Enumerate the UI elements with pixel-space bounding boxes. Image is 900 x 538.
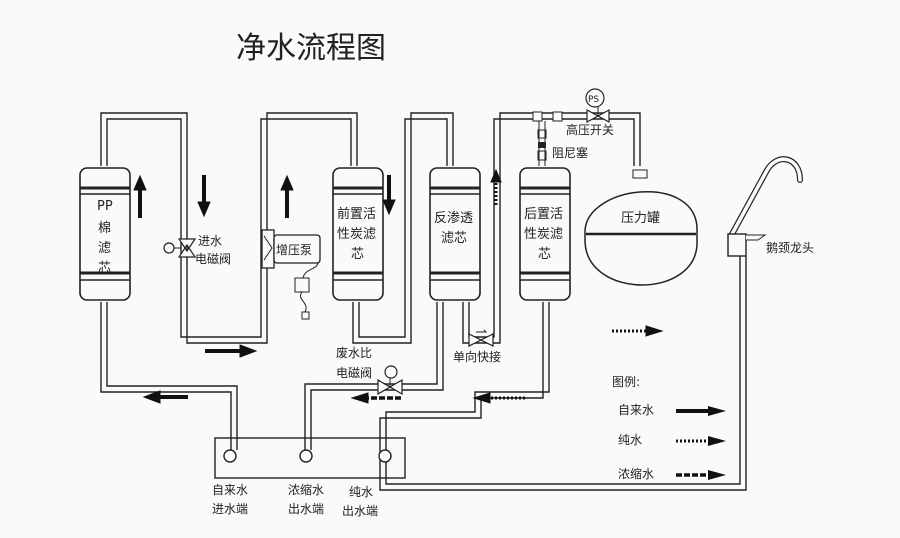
check-valve: 单向快接 [453, 329, 501, 364]
damper: 阻尼塞 [532, 111, 588, 166]
legend-label-tap: 自来水 [618, 403, 654, 417]
high-pressure-switch: PS 高压开关 [566, 88, 614, 137]
flow-arrows [133, 168, 664, 404]
pure-out-port[interactable] [378, 449, 392, 463]
svg-text:棉: 棉 [98, 221, 111, 236]
svg-text:芯: 芯 [98, 261, 111, 276]
svg-text:进水: 进水 [198, 234, 222, 248]
legend-label-pure: 纯水 [618, 433, 642, 447]
svg-text:鹅颈龙头: 鹅颈龙头 [766, 241, 814, 255]
pre-carbon-filter: 前置活 性炭滤 芯 [331, 166, 385, 302]
concentrate-out-port[interactable] [299, 449, 313, 463]
svg-text:前置活: 前置活 [337, 206, 376, 222]
post-carbon-filter: 后置活 性炭滤 芯 [518, 166, 572, 302]
svg-text:PP: PP [97, 199, 113, 214]
svg-text:自来水: 自来水 [212, 483, 248, 497]
svg-text:芯: 芯 [538, 247, 551, 262]
diagram-title: 净水流程图 [236, 31, 386, 66]
booster-pump: 增压泵 [261, 229, 321, 320]
svg-text:出水端: 出水端 [288, 502, 324, 516]
svg-text:电磁阀: 电磁阀 [336, 365, 372, 380]
port-labels: 自来水 进水端 浓缩水 出水端 纯水 出水端 [212, 482, 378, 518]
tap-in-port[interactable] [223, 449, 237, 463]
svg-text:滤芯: 滤芯 [441, 231, 467, 246]
svg-text:PS: PS [588, 95, 599, 105]
svg-text:增压泵: 增压泵 [276, 243, 312, 257]
svg-text:滤: 滤 [98, 241, 111, 256]
svg-text:阻尼塞: 阻尼塞 [552, 145, 588, 160]
pp-filter: PP 棉 滤 芯 [78, 166, 132, 302]
svg-text:浓缩水: 浓缩水 [288, 482, 324, 497]
waste-ratio-valve: 废水比 电磁阀 [336, 345, 403, 396]
gooseneck-faucet: 鹅颈龙头 [727, 156, 814, 257]
svg-text:废水比: 废水比 [336, 345, 372, 360]
inlet-solenoid-valve: 进水 电磁阀 [163, 234, 231, 266]
svg-text:后置活: 后置活 [524, 207, 563, 222]
svg-text:性炭滤: 性炭滤 [524, 227, 563, 242]
svg-text:进水端: 进水端 [212, 502, 248, 516]
pipes [100, 112, 747, 491]
ro-membrane-filter: 反渗透 滤芯 [428, 166, 482, 302]
legend-title: 图例: [612, 375, 640, 389]
svg-text:高压开关: 高压开关 [566, 122, 614, 137]
port-panel [214, 437, 406, 479]
svg-text:电磁阀: 电磁阀 [195, 251, 231, 266]
svg-text:芯: 芯 [351, 247, 364, 262]
pressure-tank: 压力罐 [584, 169, 698, 286]
svg-text:压力罐: 压力罐 [621, 211, 660, 226]
legend-label-concentrate: 浓缩水 [618, 466, 654, 481]
svg-text:反渗透: 反渗透 [434, 211, 473, 226]
legend: 图例: 自来水 纯水 浓缩水 [612, 375, 726, 481]
svg-text:性炭滤: 性炭滤 [337, 227, 376, 242]
svg-text:单向快接: 单向快接 [453, 349, 501, 364]
svg-text:出水端: 出水端 [342, 504, 378, 518]
svg-text:纯水: 纯水 [349, 485, 373, 499]
